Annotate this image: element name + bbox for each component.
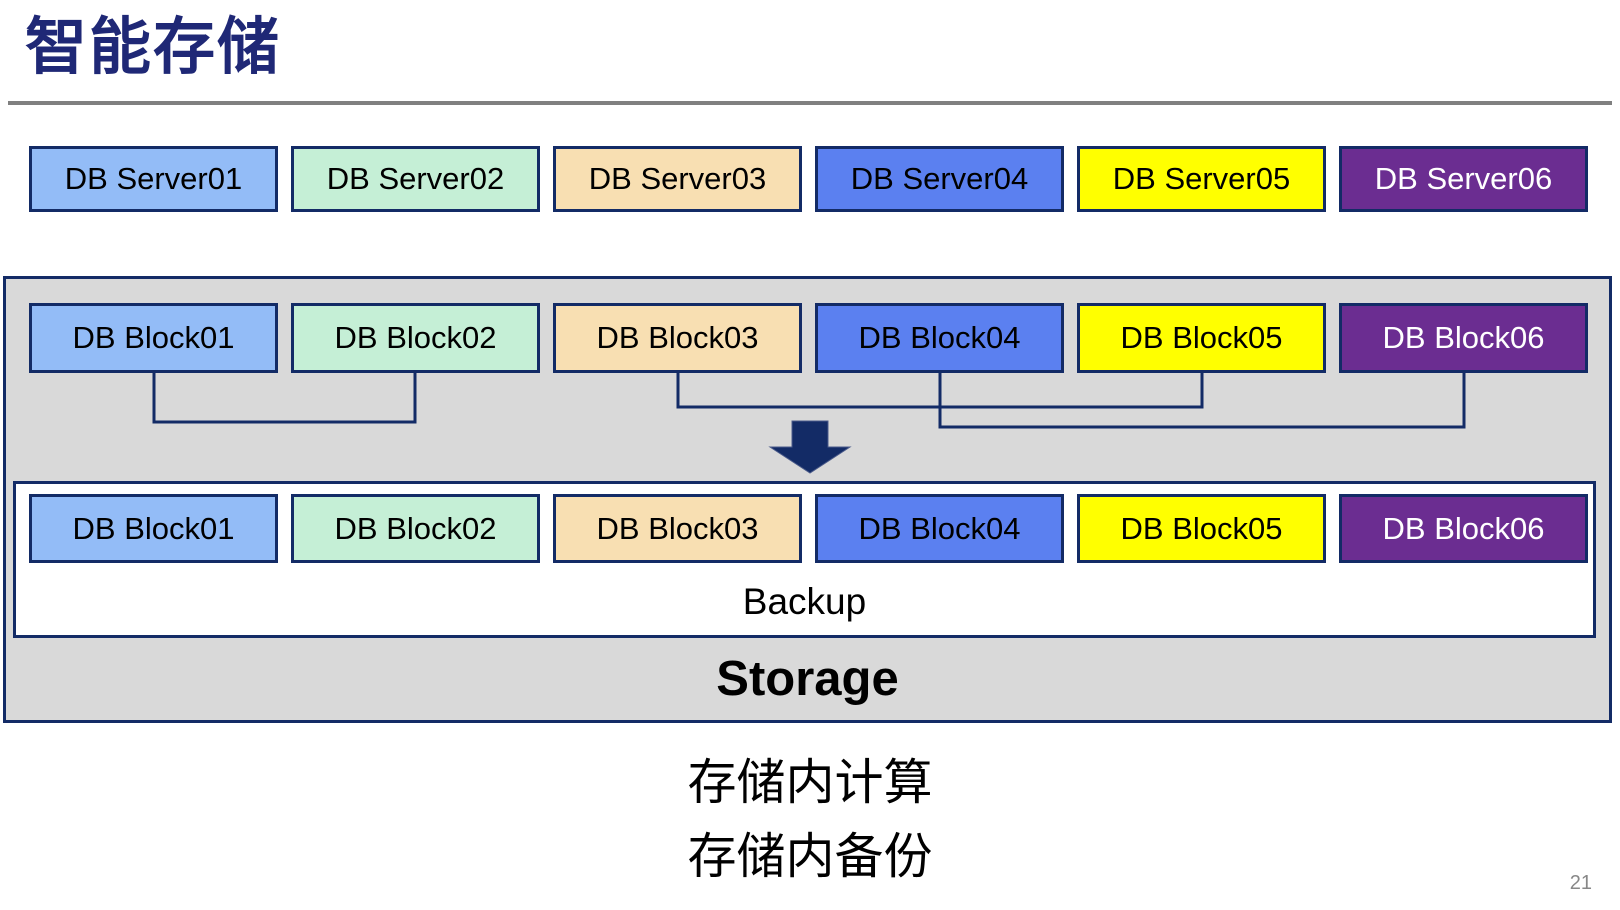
- db-block-top-05-box: DB Block05: [1077, 303, 1326, 373]
- db-server-02-box: DB Server02: [291, 146, 540, 212]
- db-block-backup-04-box: DB Block04: [815, 494, 1064, 563]
- caption: 存储内计算 存储内备份: [0, 746, 1620, 894]
- db-server-row: DB Server01 DB Server02 DB Server03 DB S…: [29, 146, 1588, 212]
- storage-label: Storage: [716, 652, 899, 706]
- page-number: 21: [1569, 872, 1592, 894]
- db-block-backup-03-box: DB Block03: [553, 494, 802, 563]
- backup-box: DB Block01 DB Block02 DB Block03 DB Bloc…: [13, 481, 1596, 638]
- db-block-backup-02-box: DB Block02: [291, 494, 540, 563]
- db-block-row-backup: DB Block01 DB Block02 DB Block03 DB Bloc…: [29, 494, 1588, 563]
- db-block-top-03-box: DB Block03: [553, 303, 802, 373]
- db-server-03-box: DB Server03: [553, 146, 802, 212]
- db-block-backup-06-box: DB Block06: [1339, 494, 1588, 563]
- db-server-04-box: DB Server04: [815, 146, 1064, 212]
- caption-line-2: 存储内备份: [687, 830, 933, 884]
- storage-container: DB Block01 DB Block02 DB Block03 DB Bloc…: [3, 276, 1612, 723]
- db-block-backup-01-box: DB Block01: [29, 494, 278, 563]
- db-block-top-01-box: DB Block01: [29, 303, 278, 373]
- db-block-top-06-box: DB Block06: [1339, 303, 1588, 373]
- db-block-row-top: DB Block01 DB Block02 DB Block03 DB Bloc…: [29, 303, 1588, 373]
- db-block-top-04-box: DB Block04: [815, 303, 1064, 373]
- db-server-01-box: DB Server01: [29, 146, 278, 212]
- db-server-05-box: DB Server05: [1077, 146, 1326, 212]
- caption-line-1: 存储内计算: [687, 756, 933, 810]
- title-divider: [8, 101, 1612, 105]
- db-block-top-02-box: DB Block02: [291, 303, 540, 373]
- backup-label: Backup: [742, 581, 867, 622]
- db-server-06-box: DB Server06: [1339, 146, 1588, 212]
- page-title: 智能存储: [25, 13, 282, 82]
- db-block-backup-05-box: DB Block05: [1077, 494, 1326, 563]
